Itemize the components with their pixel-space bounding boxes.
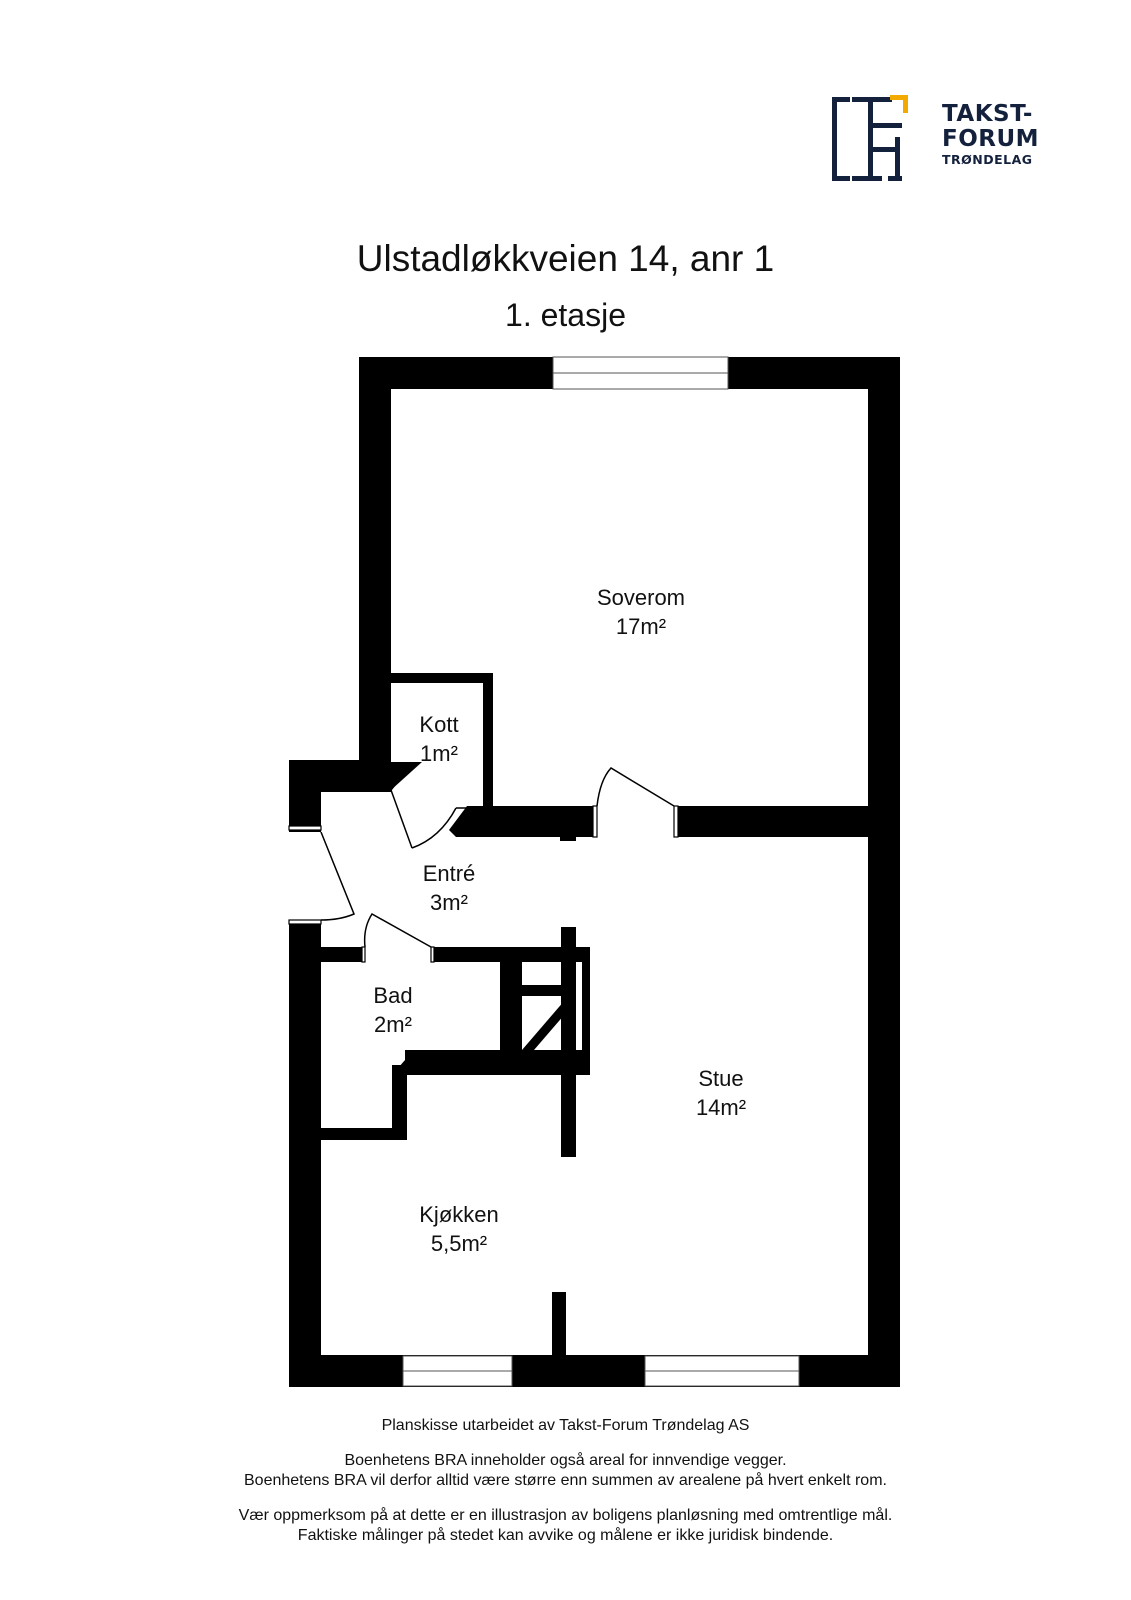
room-area: 1m² xyxy=(420,741,458,766)
room-name: Entré xyxy=(422,861,476,886)
room-name: Kjøkken xyxy=(419,1202,499,1227)
room-name: Soverom xyxy=(596,585,686,610)
room-area: 3m² xyxy=(430,890,468,915)
floor-subtitle: 1. etasje xyxy=(505,297,626,333)
bra-note-2: Boenhetens BRA vil derfor alltid være st… xyxy=(244,1472,887,1489)
disclaimer-2: Faktiske målinger på stedet kan avvike o… xyxy=(297,1527,834,1544)
room-area: 17m² xyxy=(615,614,667,639)
room-name: Bad xyxy=(373,983,413,1008)
room-kott: Kott 1m² xyxy=(419,710,458,768)
room-entre: Entré 3m² xyxy=(423,859,476,917)
logo-line-3: TRØNDELAG xyxy=(942,152,1033,167)
logo-line-1: TAKST- xyxy=(942,101,1033,127)
room-area: 5,5m² xyxy=(430,1231,488,1256)
logo-line-2: FORUM xyxy=(942,126,1040,152)
bra-note-1: Boenhetens BRA inneholder også areal for… xyxy=(344,1452,787,1469)
room-area: 14m² xyxy=(695,1095,747,1120)
room-soverom: Soverom 17m² xyxy=(597,583,685,641)
room-name: Kott xyxy=(419,712,459,737)
address-title: Ulstadløkkveien 14, anr 1 xyxy=(356,238,775,279)
room-name: Stue xyxy=(698,1066,744,1091)
room-stue: Stue 14m² xyxy=(696,1064,746,1122)
logo-mark-icon xyxy=(832,95,908,181)
disclaimer-1: Vær oppmerksom på at dette er en illustr… xyxy=(238,1507,893,1524)
logo-text: TAKST- FORUM TRØNDELAG xyxy=(942,103,1039,167)
room-bad: Bad 2m² xyxy=(373,981,412,1039)
room-kjokken: Kjøkken 5,5m² xyxy=(419,1200,498,1258)
room-area: 2m² xyxy=(374,1012,412,1037)
takst-forum-logo: TAKST- FORUM TRØNDELAG xyxy=(832,95,1052,185)
credit-text: Planskisse utarbeidet av Takst-Forum Trø… xyxy=(381,1417,750,1434)
